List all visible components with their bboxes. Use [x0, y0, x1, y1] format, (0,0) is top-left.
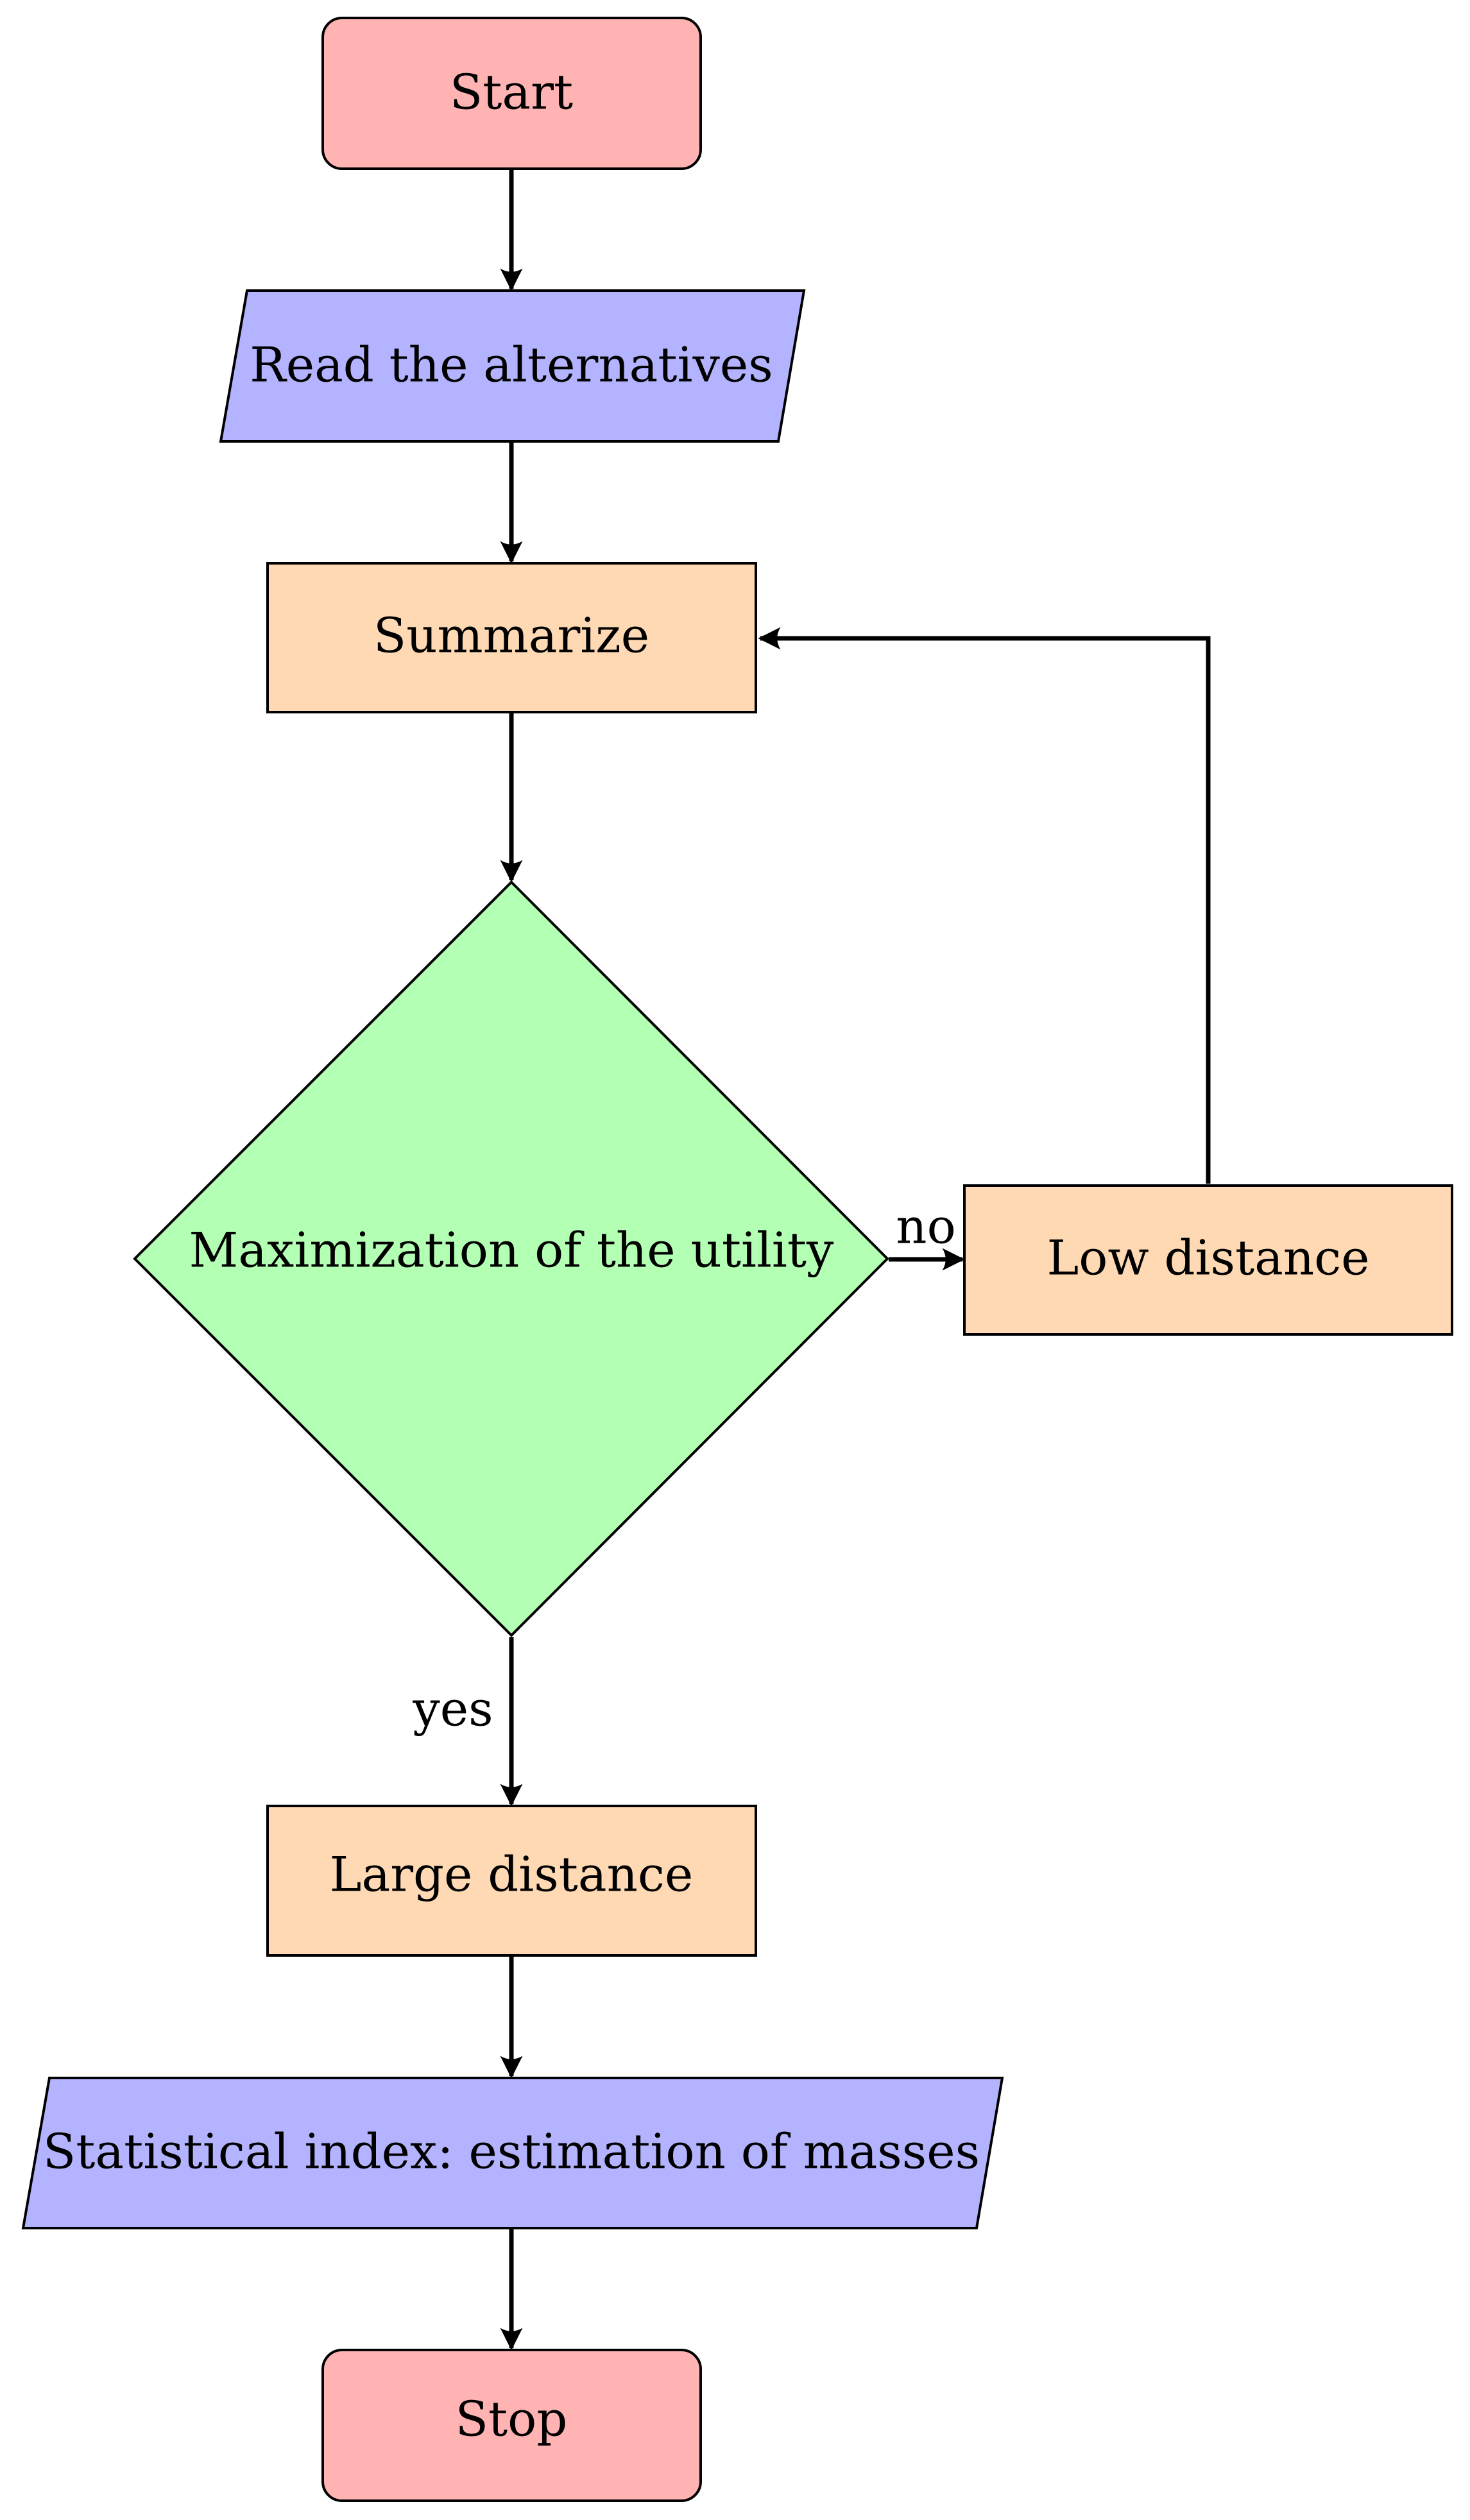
- statistical-index-label: Statistical index: estimation of masses: [43, 2123, 980, 2179]
- stop-node: Stop: [321, 2349, 702, 2502]
- low-distance-label: Low distance: [1047, 1229, 1369, 1286]
- stop-shape: [321, 2349, 702, 2502]
- large-distance-node: Large distance: [266, 1805, 757, 1957]
- read-alternatives-node: Read the alternatives: [219, 289, 806, 443]
- maximization-decision-node: Maximization of the utility: [133, 880, 889, 1637]
- statistical-index-shape: [21, 2077, 1004, 2229]
- edges: [500, 170, 1211, 2351]
- start-label: Start: [450, 64, 573, 120]
- stop-label: Stop: [456, 2390, 568, 2447]
- low-distance-shape: [963, 1184, 1453, 1336]
- large-distance-label: Large distance: [330, 1846, 694, 1902]
- statistical-index-node: Statistical index: estimation of masses: [21, 2077, 1004, 2229]
- edge-low-distance-to-summarize: [758, 627, 1211, 1184]
- start-node: Start: [321, 17, 702, 170]
- maximization-decision-label: Maximization of the utility: [189, 1222, 835, 1278]
- maximization-decision-shape: [133, 880, 889, 1637]
- read-alternatives-shape: [219, 289, 806, 443]
- large-distance-shape: [266, 1805, 757, 1957]
- summarize-shape: [266, 562, 757, 713]
- low-distance-node: Low distance: [963, 1184, 1453, 1336]
- read-alternatives-label: Read the alternatives: [250, 336, 773, 393]
- summarize-label: Summarize: [373, 607, 649, 663]
- edge-label-yes: yes: [412, 1680, 493, 1737]
- summarize-node: Summarize: [266, 562, 757, 713]
- edge-label-no: no: [896, 1198, 955, 1254]
- start-shape: [321, 17, 702, 170]
